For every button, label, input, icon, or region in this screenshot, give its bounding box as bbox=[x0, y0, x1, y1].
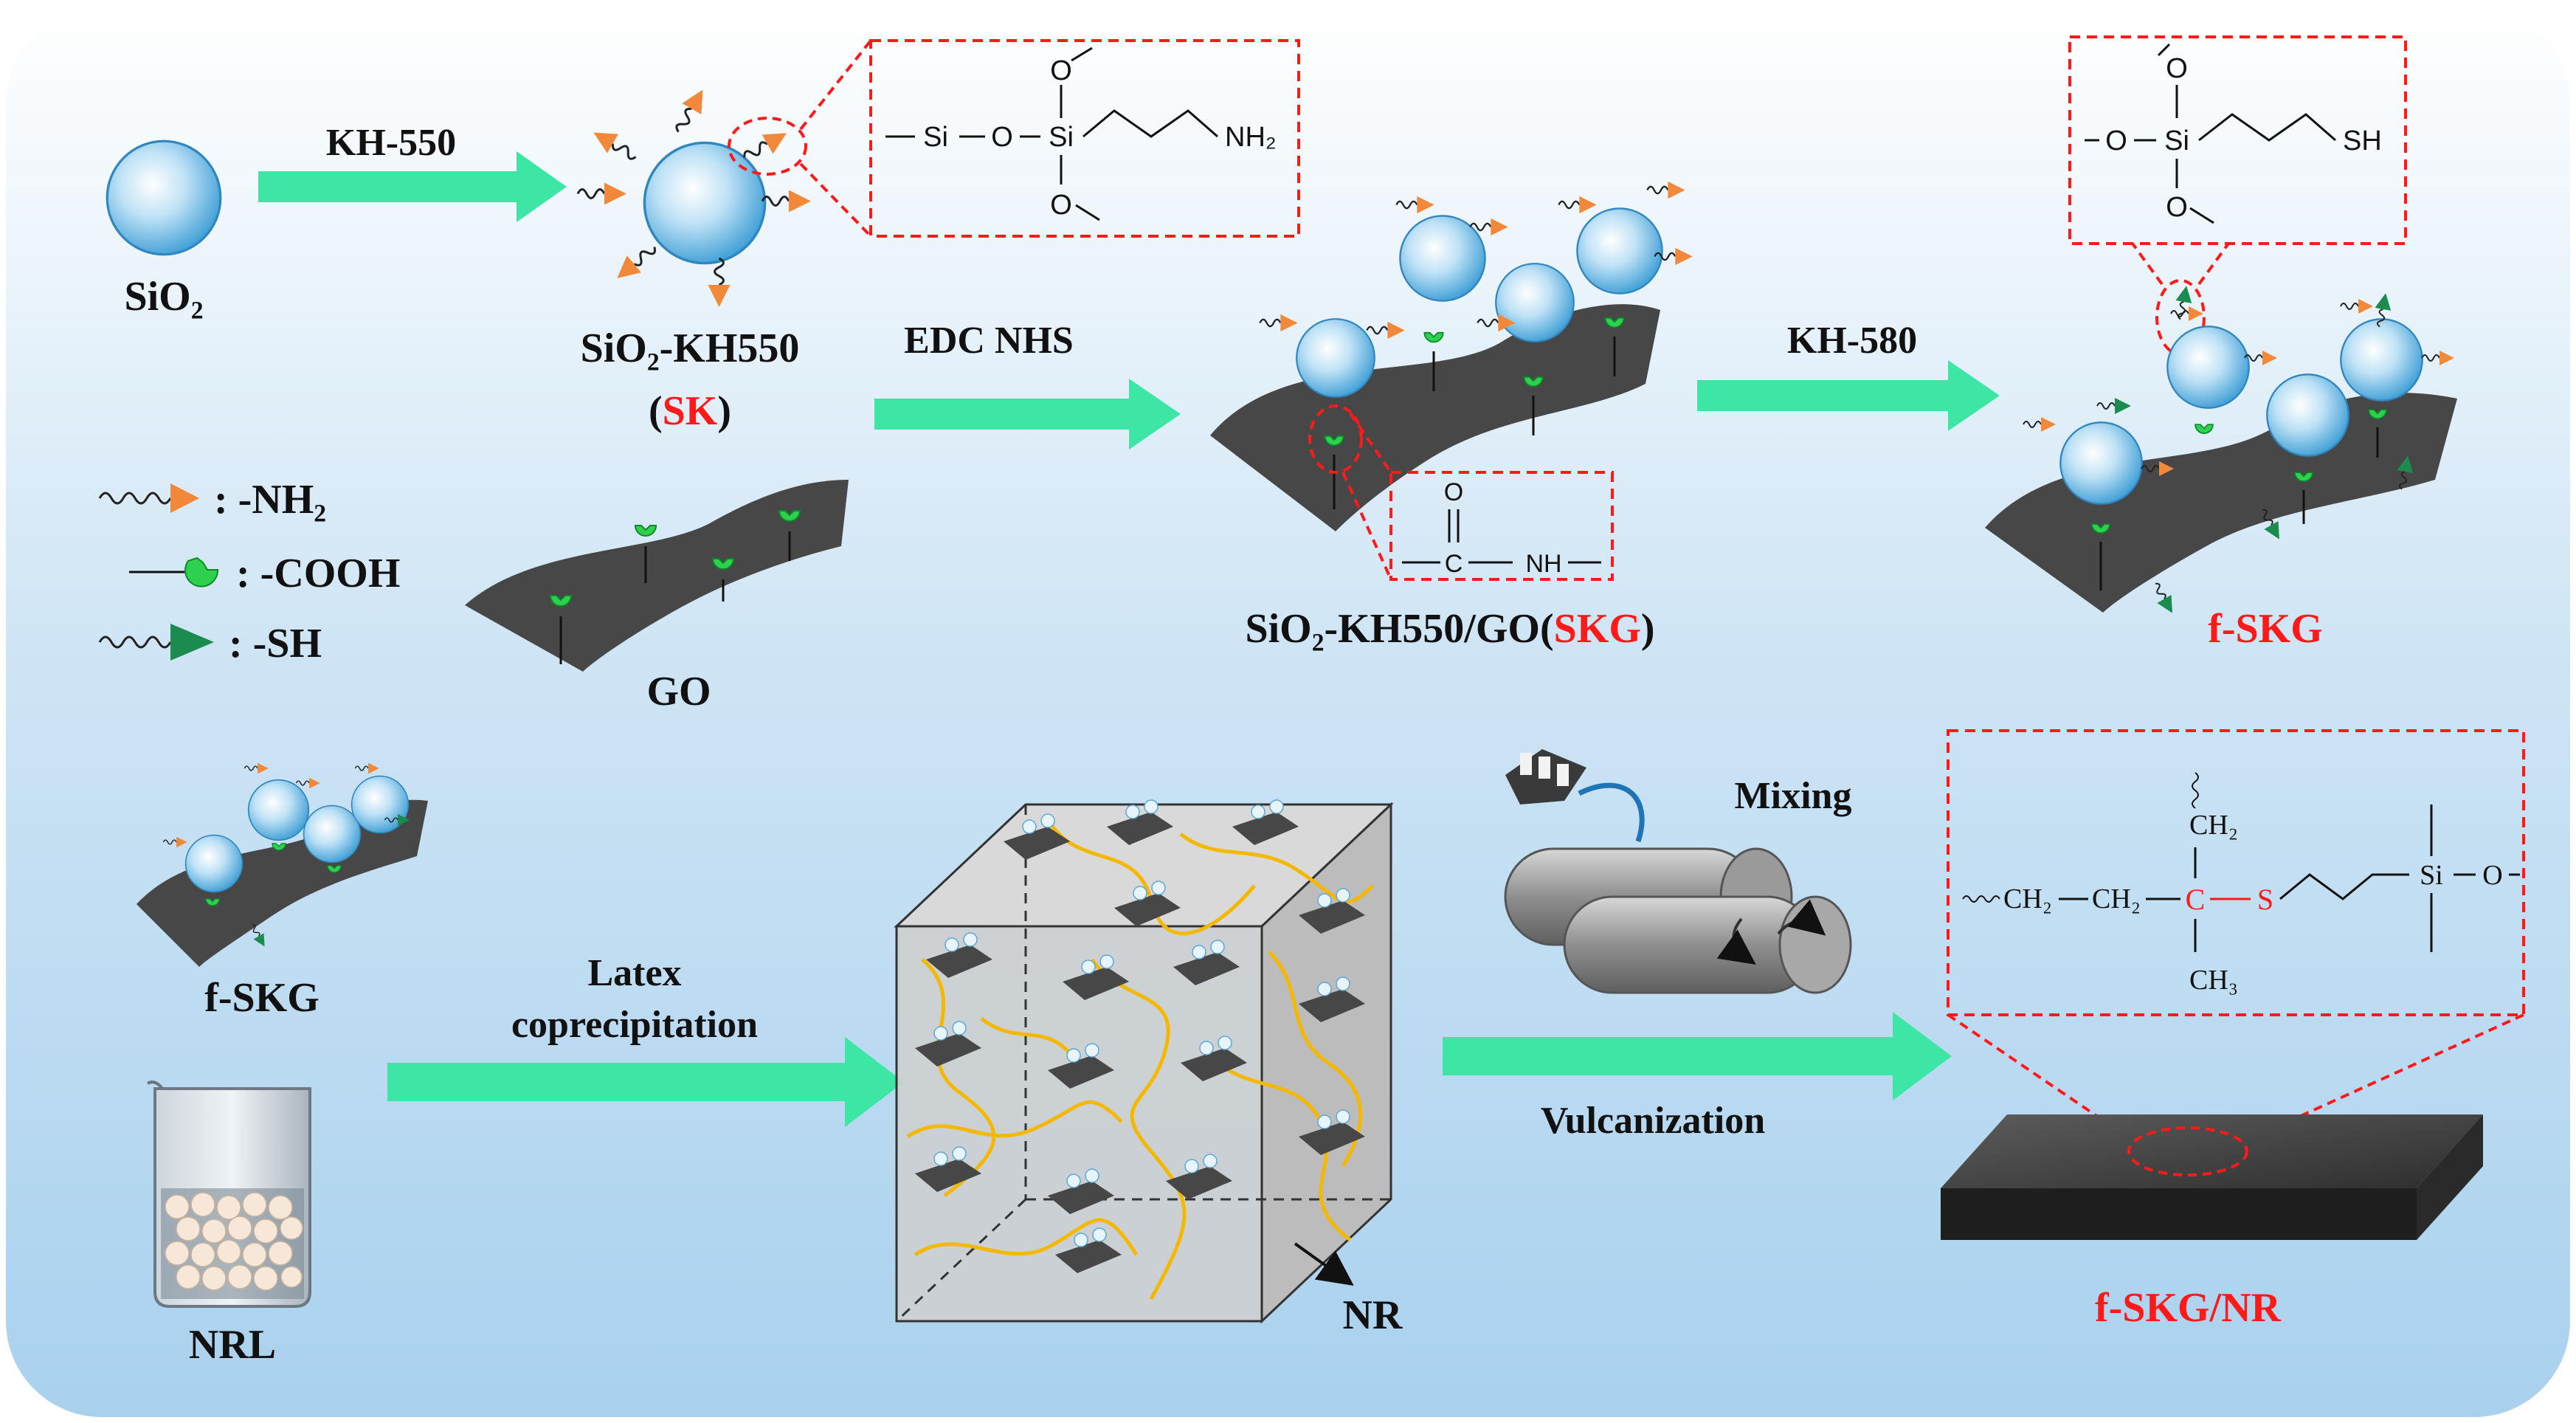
svg-text:Si: Si bbox=[1049, 122, 1074, 153]
fskg-small bbox=[137, 762, 428, 967]
nr-composite-cube bbox=[894, 799, 1394, 1324]
slab-zoom-ellipse bbox=[2127, 1126, 2248, 1176]
fskg-linkers bbox=[2091, 409, 2387, 590]
go-sheet bbox=[465, 480, 849, 672]
sio2-particle bbox=[106, 139, 222, 256]
svg-text:CH₂: CH₂ bbox=[2189, 810, 2238, 841]
legend: : -NH₂ : -COOH : -SH bbox=[98, 477, 400, 666]
svg-text:Si: Si bbox=[2420, 860, 2443, 891]
fskg-go-sheet bbox=[1985, 393, 2457, 613]
amide-zoom-ellipse bbox=[1308, 404, 1363, 474]
arrow-edc-label: EDC NHS bbox=[904, 320, 1074, 362]
dispersed-fskg bbox=[915, 812, 1365, 1273]
legend-carboxyl: : -COOH bbox=[129, 551, 400, 596]
svg-text:O: O bbox=[2482, 860, 2502, 891]
skg-linkers bbox=[1324, 317, 1625, 509]
sio2-label: SiO₂ bbox=[124, 274, 203, 320]
svg-text:: -SH: : -SH bbox=[229, 621, 322, 666]
mixing-label: Mixing bbox=[1735, 775, 1852, 817]
crosslink-structure-box: CH₂ CH₂ C CH₂ CH₃ S Si O bbox=[1947, 729, 2525, 1016]
mill-feeder bbox=[1505, 749, 1645, 843]
amide-structure-box: O C NH bbox=[1389, 471, 1614, 581]
latex-label-line1: Latex bbox=[587, 952, 681, 994]
svg-text:SH: SH bbox=[2343, 125, 2382, 156]
arrow-edc bbox=[874, 379, 1181, 449]
go-label: GO bbox=[646, 669, 711, 714]
arrow-vulcanization bbox=[1443, 1012, 1952, 1100]
svg-text:O: O bbox=[1050, 190, 1072, 221]
svg-text:O: O bbox=[2166, 192, 2188, 223]
nrl-label: NRL bbox=[189, 1322, 276, 1368]
arrow-kh580-label: KH-580 bbox=[1787, 320, 1917, 362]
svg-text:NH₂: NH₂ bbox=[1225, 122, 1277, 153]
skg-label: SiO₂-KH550/GO(SKG) bbox=[1245, 606, 1654, 652]
skg-abbr: SKG bbox=[1554, 606, 1641, 652]
svg-text:CH₃: CH₃ bbox=[2189, 965, 2238, 996]
arrow-kh580 bbox=[1697, 360, 2000, 431]
vulcanization-label: Vulcanization bbox=[1541, 1100, 1765, 1142]
crosslink-sulfur: S bbox=[2257, 883, 2273, 916]
rubber-slab bbox=[1941, 1114, 2483, 1240]
nrl-beaker bbox=[146, 1081, 311, 1308]
kh550-structure-box: Si O Si O O NH₂ bbox=[869, 39, 1300, 238]
fskg-label: f-SKG bbox=[2208, 606, 2323, 652]
arrow-kh550 bbox=[258, 151, 567, 222]
nr-label: NR bbox=[1343, 1292, 1403, 1338]
svg-text:O: O bbox=[2105, 125, 2127, 156]
fskg-small-label: f-SKG bbox=[204, 975, 320, 1021]
svg-text:O: O bbox=[1050, 55, 1072, 86]
svg-text:O: O bbox=[2166, 53, 2188, 84]
svg-text:O: O bbox=[991, 122, 1013, 153]
skg-go-sheet bbox=[1210, 304, 1660, 531]
latex-particles bbox=[165, 1192, 303, 1291]
sk-abbr: SK bbox=[663, 388, 718, 434]
svg-text:C: C bbox=[1445, 550, 1463, 578]
product-label: f-SKG/NR bbox=[2095, 1285, 2282, 1331]
dispersed-fskg-spheres bbox=[933, 799, 1350, 1247]
svg-text:: -COOH: : -COOH bbox=[236, 551, 400, 596]
sk-name-label: SiO₂-KH550 bbox=[581, 325, 800, 371]
mill-roller-front bbox=[1563, 895, 1852, 994]
crosslink-carbon: C bbox=[2186, 883, 2206, 916]
svg-text:Si: Si bbox=[2164, 125, 2189, 156]
legend-thiol: : -SH bbox=[98, 621, 322, 666]
skg-assembly bbox=[1210, 180, 1693, 531]
nr-pointer-arrow bbox=[1294, 1242, 1354, 1286]
svg-text:CH₂: CH₂ bbox=[2092, 883, 2141, 914]
svg-text:Si: Si bbox=[923, 122, 948, 153]
sk-abbr-line: (SK) bbox=[649, 388, 731, 434]
svg-text:O: O bbox=[1444, 478, 1463, 506]
svg-text:: -NH₂: : -NH₂ bbox=[214, 477, 326, 523]
arrow-latex-coprecipitation bbox=[387, 1037, 904, 1127]
two-roll-mill bbox=[1504, 749, 1852, 994]
svg-text:NH: NH bbox=[1525, 550, 1561, 578]
kh550-zoom-ellipse bbox=[728, 117, 807, 176]
arrow-kh550-label: KH-550 bbox=[326, 122, 456, 164]
latex-label-line2: coprecipitation bbox=[511, 1004, 758, 1046]
kh580-structure-box: O O Si O SH bbox=[2068, 35, 2407, 245]
fskg-assembly bbox=[1985, 283, 2457, 619]
svg-text:CH₂: CH₂ bbox=[2003, 883, 2052, 914]
legend-amine: : -NH₂ bbox=[98, 477, 326, 523]
